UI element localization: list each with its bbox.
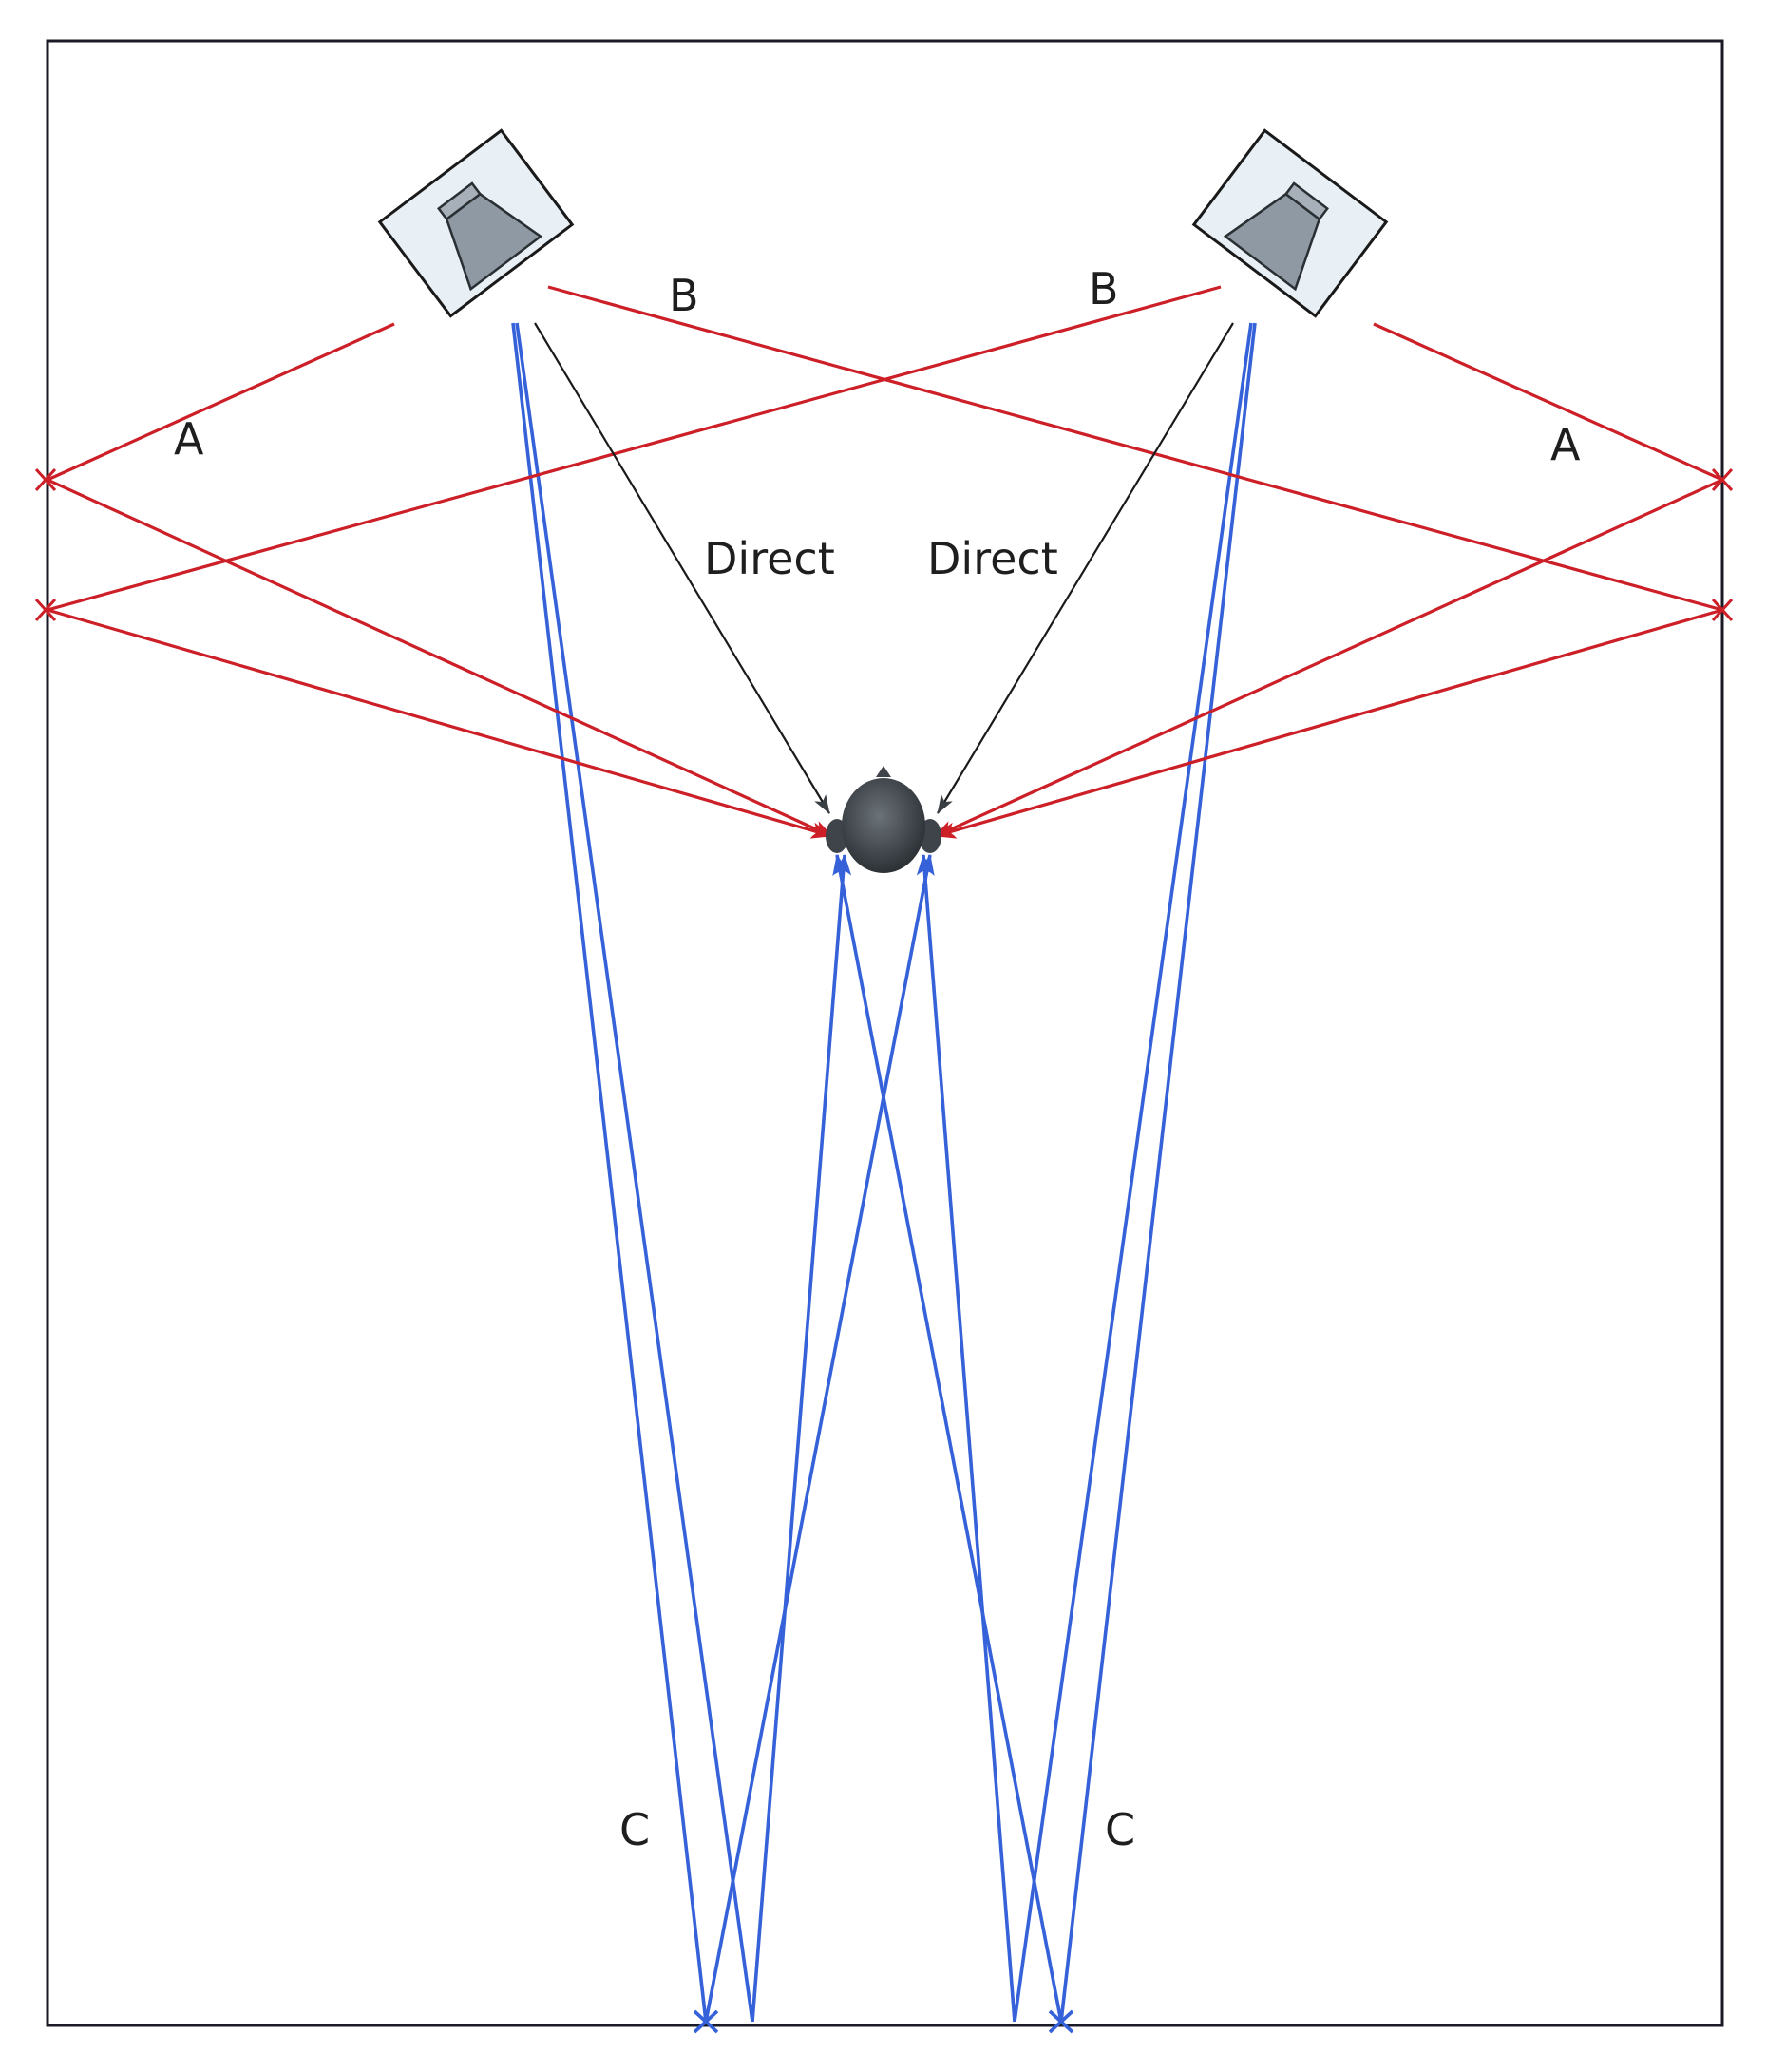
label-c-right: C <box>1105 1804 1135 1855</box>
ray-c-right-inner-up <box>916 853 1016 2023</box>
side-wall-reflections <box>47 285 1723 839</box>
label-b-left: B <box>669 270 699 321</box>
label-c-left: C <box>619 1804 650 1855</box>
ray-c-right-inner-down <box>1013 322 1253 2023</box>
rear-wall-reflections <box>511 322 1257 2023</box>
ray-b-left-to-right-wall <box>547 285 1723 612</box>
ray-b-right-wall-to-listener <box>934 608 1723 839</box>
x-mark-icon <box>34 467 57 492</box>
ray-c-right-outer-up <box>832 853 1063 2023</box>
ray-c-right-outer-down <box>1059 322 1257 2023</box>
ray-c-left-outer-up <box>704 853 935 2023</box>
x-mark-icon <box>1711 467 1734 492</box>
ray-a-left-to-listener <box>47 478 835 839</box>
ray-direct-left <box>534 322 830 814</box>
ray-b-left-wall-to-listener <box>47 608 833 839</box>
x-mark-icon <box>693 2009 719 2034</box>
x-mark-icon <box>1711 598 1734 622</box>
room-outline <box>46 39 1724 2027</box>
listener-head-icon <box>826 766 941 873</box>
label-a-left: A <box>174 413 204 465</box>
x-mark-icon <box>1048 2009 1074 2034</box>
right-speaker-icon <box>1191 128 1389 318</box>
ray-c-left-inner-up <box>750 853 852 2023</box>
label-direct-right: Direct <box>927 533 1058 584</box>
label-b-right: B <box>1089 263 1119 314</box>
ray-a-left-to-wall <box>47 322 395 482</box>
ray-c-left-inner-down <box>515 322 754 2023</box>
direct-sound <box>534 322 1234 814</box>
ray-direct-right <box>937 322 1234 814</box>
ray-a-right-to-wall <box>1373 322 1723 482</box>
left-speaker-icon <box>377 128 575 318</box>
ray-c-left-outer-down <box>511 322 708 2023</box>
x-mark-icon <box>34 598 57 622</box>
ray-a-right-to-listener <box>932 478 1723 839</box>
label-a-right: A <box>1550 419 1581 470</box>
reflection-points <box>34 467 1734 2034</box>
ray-b-right-to-left-wall <box>47 285 1222 612</box>
label-direct-left: Direct <box>704 533 835 584</box>
